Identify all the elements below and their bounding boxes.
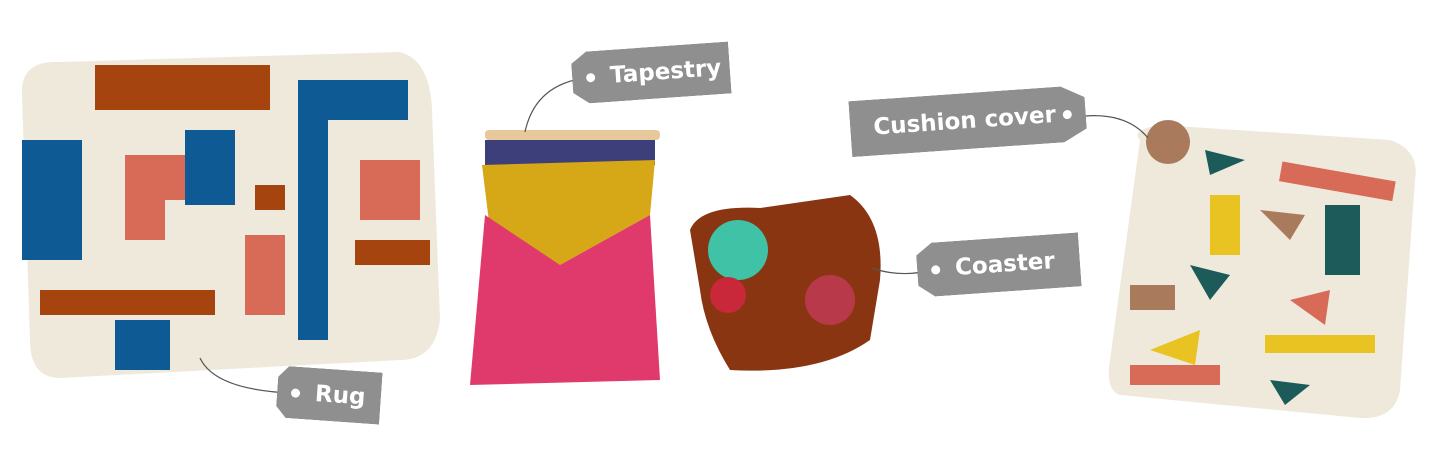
coaster-label: Coaster: [954, 248, 1056, 282]
cushion-image: [1108, 120, 1416, 419]
cushion-label: Cushion cover: [872, 101, 1057, 141]
rug-label: Rug: [314, 381, 367, 411]
tapestry-tag: Tapestry: [570, 42, 731, 105]
tapestry-label: Tapestry: [609, 55, 723, 89]
coaster-image: [690, 195, 881, 371]
tag-hole-icon: [931, 265, 941, 275]
tag-hole-icon: [1062, 109, 1072, 119]
tag-hole-icon: [291, 388, 301, 398]
rug-image: [21, 52, 441, 378]
tag-hole-icon: [586, 72, 596, 82]
coaster-tag: Coaster: [915, 232, 1081, 297]
rug-tag: Rug: [275, 365, 382, 424]
tapestry-image: [470, 130, 660, 385]
